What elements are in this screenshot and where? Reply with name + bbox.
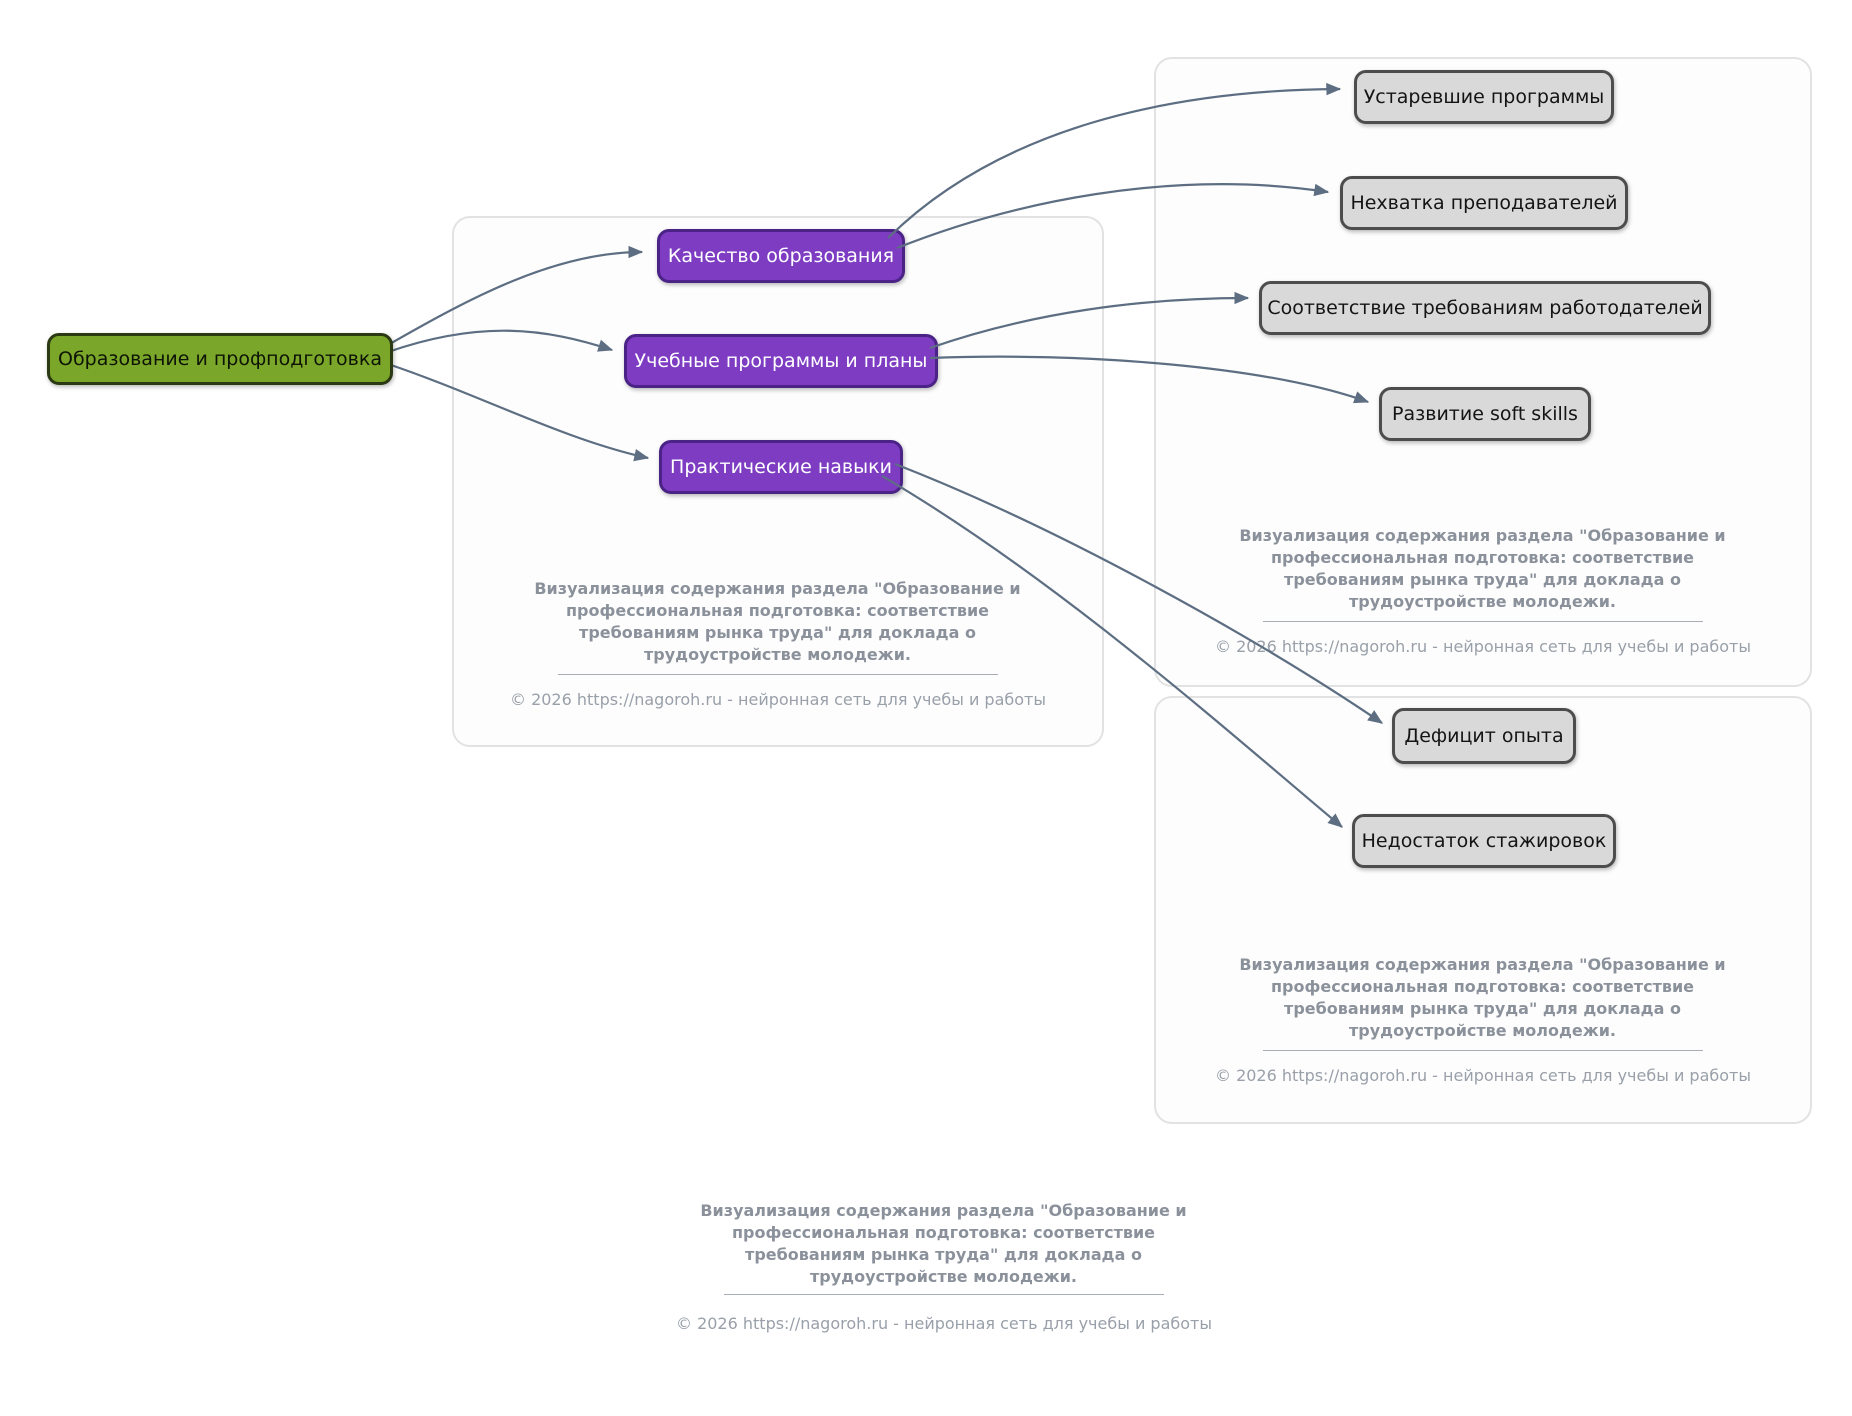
node-education-quality: Качество образования	[657, 229, 905, 283]
watermark-caption: Визуализация содержания раздела "Образов…	[1239, 526, 1726, 611]
watermark-caption: Визуализация содержания раздела "Образов…	[534, 579, 1021, 664]
node-teacher-shortage: Нехватка преподавателей	[1340, 176, 1628, 230]
node-employer-requirements: Соответствие требованиям работодателей	[1259, 281, 1711, 335]
node-soft-skills: Развитие soft skills	[1379, 387, 1591, 441]
node-internship-shortage: Недостаток стажировок	[1352, 814, 1616, 868]
panel-quality-leaves: Устаревшие программы Нехватка преподават…	[1154, 57, 1812, 687]
node-practical-skills: Практические навыки	[659, 440, 903, 494]
watermark-divider	[558, 674, 998, 675]
panel-branches: Качество образования Учебные программы и…	[452, 216, 1104, 747]
watermark-copyright: © 2026 https://nagoroh.ru - нейронная се…	[509, 690, 1046, 709]
watermark-caption: Визуализация содержания раздела "Образов…	[1239, 955, 1726, 1040]
node-outdated-programs: Устаревшие программы	[1354, 70, 1614, 124]
watermark-copyright: © 2026 https://nagoroh.ru - нейронная се…	[1214, 637, 1751, 656]
node-education-root: Образование и профподготовка	[47, 333, 393, 385]
node-curricula-plans: Учебные программы и планы	[624, 334, 938, 388]
watermark-copyright: © 2026 https://nagoroh.ru - нейронная се…	[675, 1314, 1212, 1333]
watermark-divider	[724, 1294, 1164, 1295]
node-experience-deficit: Дефицит опыта	[1392, 708, 1576, 764]
panel-skills-leaves: Дефицит опыта Недостаток стажировок Визу…	[1154, 696, 1812, 1124]
watermark-divider	[1263, 1050, 1703, 1051]
watermark-caption: Визуализация содержания раздела "Образов…	[700, 1201, 1187, 1286]
watermark-copyright: © 2026 https://nagoroh.ru - нейронная се…	[1214, 1066, 1751, 1085]
watermark-divider	[1263, 621, 1703, 622]
